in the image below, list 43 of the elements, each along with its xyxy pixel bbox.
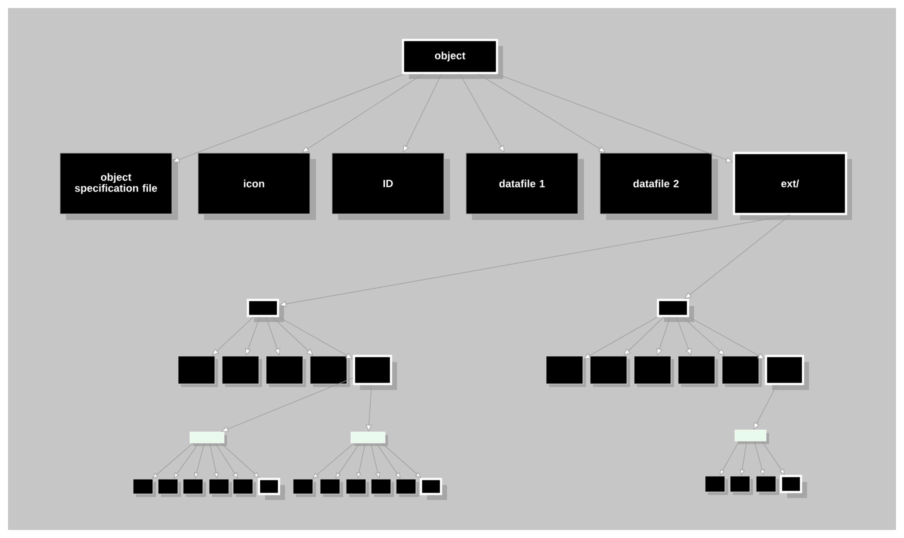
empty-box <box>310 356 348 384</box>
empty-box <box>656 298 690 318</box>
node-box: ext/ <box>732 152 848 216</box>
empty-box <box>678 356 716 384</box>
node-box: object specification file <box>60 152 172 214</box>
empty-box <box>132 478 154 494</box>
empty-box <box>292 478 314 494</box>
empty-box <box>734 430 766 442</box>
empty-box <box>764 354 804 386</box>
empty-box <box>232 478 254 494</box>
empty-box <box>756 476 776 492</box>
empty-box <box>190 432 224 444</box>
empty-box <box>208 478 230 494</box>
empty-box <box>158 478 178 494</box>
empty-box <box>722 356 760 384</box>
node-box: datafile 1 <box>466 152 578 214</box>
empty-box <box>420 478 442 496</box>
empty-box <box>320 478 340 494</box>
empty-box <box>704 476 726 492</box>
empty-box <box>352 354 392 386</box>
node-box: object <box>402 38 498 74</box>
node-box: datafile 2 <box>600 152 712 214</box>
empty-box <box>246 298 280 318</box>
empty-box <box>178 356 216 384</box>
empty-box <box>266 356 304 384</box>
arrow <box>688 316 765 360</box>
empty-box <box>396 478 416 494</box>
empty-box <box>258 478 280 496</box>
empty-box <box>730 476 750 492</box>
empty-box <box>350 432 386 444</box>
empty-box <box>346 478 366 494</box>
arrow <box>220 443 260 478</box>
empty-box <box>634 356 672 384</box>
empty-box <box>780 474 802 494</box>
empty-box <box>370 478 392 494</box>
arrow <box>762 441 785 475</box>
empty-box <box>590 356 628 384</box>
node-box: icon <box>198 152 310 214</box>
node-box: ID <box>332 152 444 214</box>
empty-box <box>182 478 204 494</box>
empty-box <box>222 356 260 384</box>
arrow <box>278 316 353 359</box>
empty-box <box>546 356 584 384</box>
